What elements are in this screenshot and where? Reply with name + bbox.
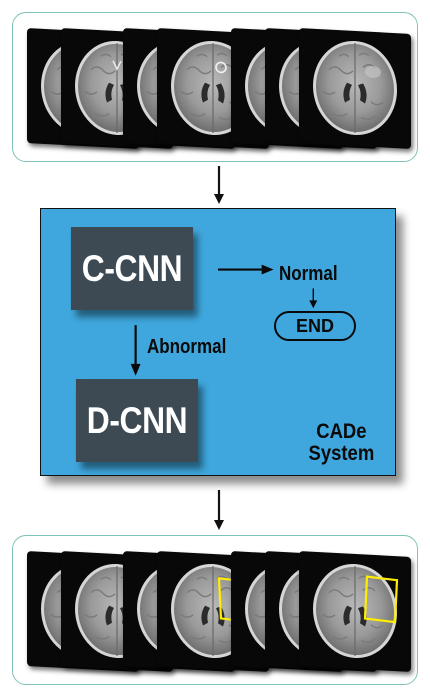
d-cnn-box: D-CNN: [75, 379, 199, 462]
abnormal-label: Abnormal: [147, 336, 227, 358]
system-title-line2: System: [308, 442, 375, 465]
cade-system-box: C-CNN D-CNN Normal Abnormal END CADe Sys…: [40, 208, 396, 476]
input-mri-panel: [12, 12, 418, 162]
down-arrow: [214, 166, 224, 204]
system-title-line1: CADe: [316, 420, 367, 443]
c-cnn-box: C-CNN: [70, 227, 194, 310]
end-terminal: END: [274, 311, 356, 341]
down-arrow: [214, 490, 224, 530]
output-mri-panel: [12, 535, 418, 685]
mri-slice: [299, 551, 411, 672]
system-title: CADe System: [302, 421, 381, 465]
mri-slice: [299, 28, 411, 149]
mri-slice: [157, 28, 269, 149]
detection-box: [363, 575, 399, 624]
normal-label: Normal: [279, 263, 338, 285]
mri-slice: [61, 28, 173, 149]
